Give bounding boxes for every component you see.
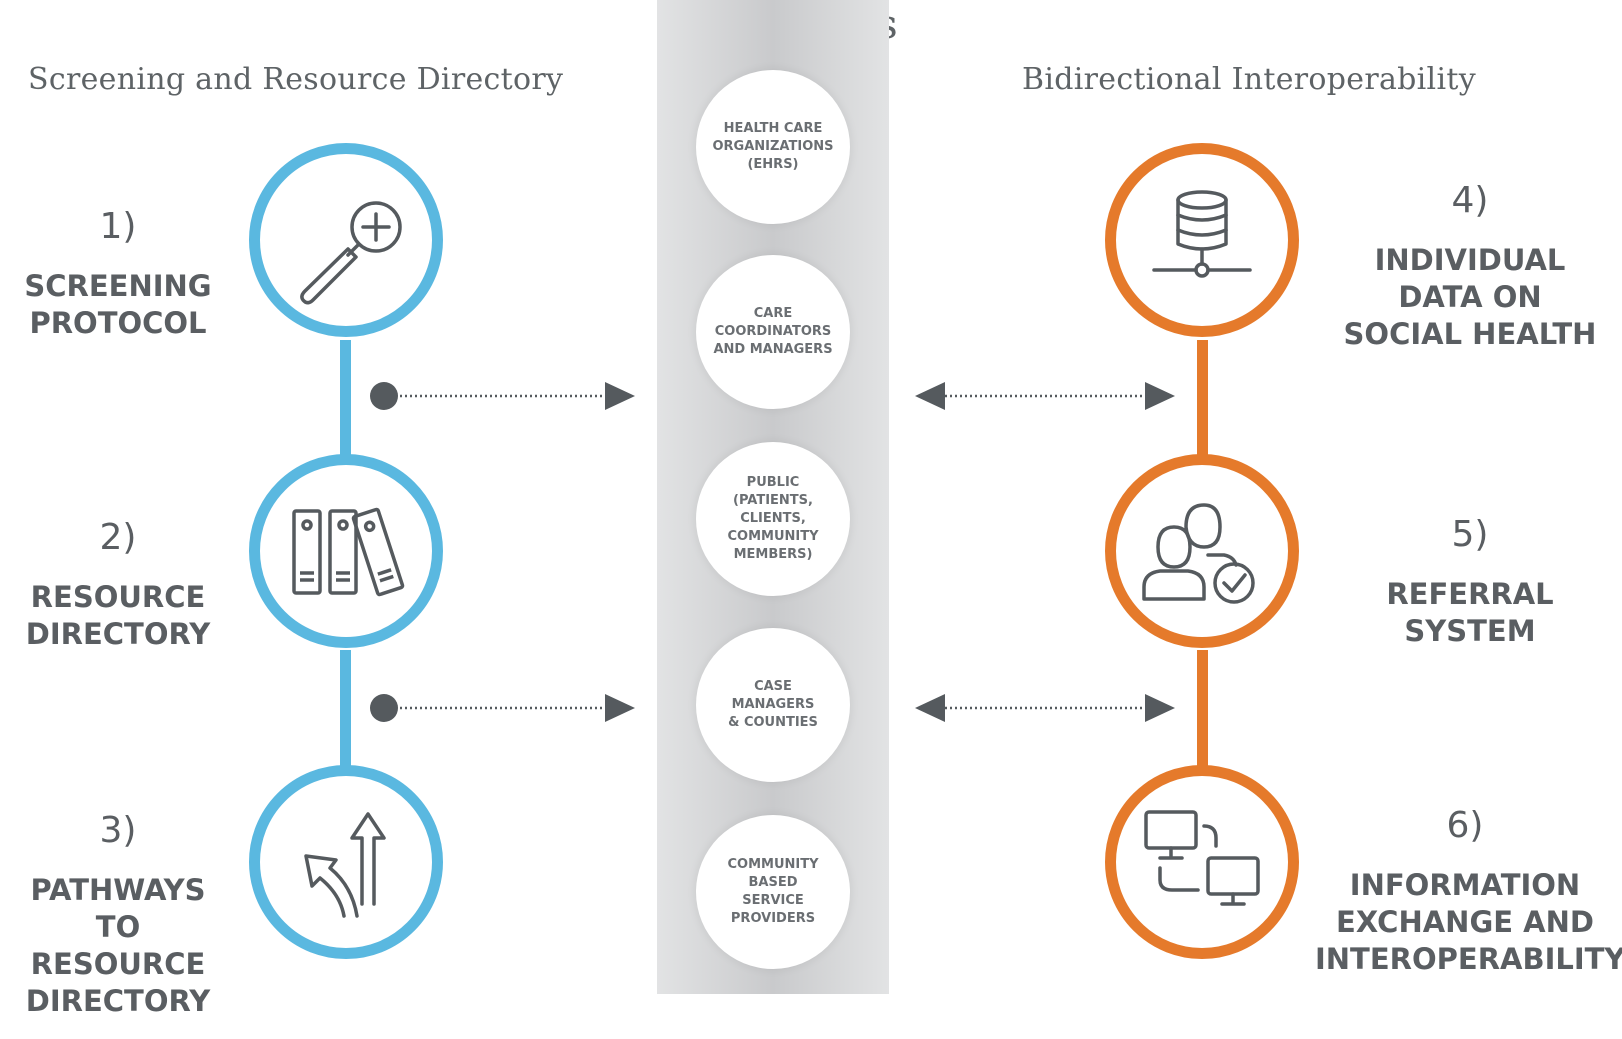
computers-exchange-icon	[1144, 810, 1260, 906]
step-2-text: RESOURCE DIRECTORY	[25, 580, 211, 651]
arrowhead-right	[1145, 694, 1175, 722]
step-6-text: INFORMATION EXCHANGE AND INTEROPERABILIT…	[1315, 868, 1622, 976]
step-1-text: SCREENING PROTOCOL	[24, 269, 212, 340]
step-1-label: 1) SCREENING PROTOCOL	[18, 186, 218, 361]
step-2-label: 2) RESOURCE DIRECTORY	[18, 497, 218, 672]
arrowhead-left	[915, 694, 945, 722]
binders-icon	[292, 507, 405, 597]
database-icon	[1152, 190, 1252, 278]
partner-label: PUBLIC (PATIENTS, CLIENTS, COMMUNITY MEM…	[727, 475, 819, 562]
arrowhead-right	[605, 382, 635, 410]
step-5-circle	[1105, 454, 1299, 648]
left-connector-1-2	[340, 340, 351, 460]
partner-label: CARE COORDINATORS AND MANAGERS	[713, 306, 833, 357]
step-6-label: 6) INFORMATION EXCHANGE AND INTEROPERABI…	[1315, 785, 1622, 997]
partner-case-managers: CASE MANAGERS & COUNTIES	[696, 628, 850, 782]
right-connector-4-5	[1197, 340, 1208, 460]
step-3-number: 3)	[99, 810, 137, 851]
step-6-circle	[1105, 765, 1299, 959]
step-1-number: 1)	[99, 206, 137, 247]
partner-community-providers: COMMUNITY BASED SERVICE PROVIDERS	[696, 815, 850, 969]
right-arrow-upper	[915, 382, 1175, 410]
right-section-heading: Bidirectional Interoperability	[1022, 62, 1476, 97]
step-1-circle	[249, 143, 443, 337]
arrow-origin-dot	[370, 694, 398, 722]
partner-public: PUBLIC (PATIENTS, CLIENTS, COMMUNITY MEM…	[696, 442, 850, 596]
split-arrows-icon	[304, 812, 386, 918]
arrowhead-right	[605, 694, 635, 722]
partner-care-coordinators: CARE COORDINATORS AND MANAGERS	[696, 255, 850, 409]
step-5-text: REFERRAL SYSTEM	[1386, 577, 1554, 648]
partner-label: COMMUNITY BASED SERVICE PROVIDERS	[727, 857, 819, 926]
left-connector-2-3	[340, 650, 351, 770]
arrowhead-right	[1145, 382, 1175, 410]
step-2-circle	[249, 454, 443, 648]
left-arrow-upper	[370, 382, 635, 410]
partner-label: HEALTH CARE ORGANIZATIONS (EHRs)	[712, 121, 834, 172]
step-4-circle	[1105, 143, 1299, 337]
partner-label: CASE MANAGERS & COUNTIES	[728, 679, 818, 730]
step-4-label: 4) INDIVIDUAL DATA ON SOCIAL HEALTH	[1325, 160, 1615, 372]
arrowhead-left	[915, 382, 945, 410]
left-section-heading: Screening and Resource Directory	[28, 62, 564, 97]
step-6-number: 6)	[1446, 805, 1484, 846]
arrow-origin-dot	[370, 382, 398, 410]
partner-health-care-organizations: HEALTH CARE ORGANIZATIONS (EHRs)	[696, 70, 850, 224]
step-3-circle	[249, 765, 443, 959]
right-arrow-lower	[915, 694, 1175, 722]
step-5-number: 5)	[1451, 514, 1489, 555]
left-arrow-lower	[370, 694, 635, 722]
step-5-label: 5) REFERRAL SYSTEM	[1325, 494, 1615, 669]
step-4-text: INDIVIDUAL DATA ON SOCIAL HEALTH	[1343, 243, 1597, 351]
magnifier-plus-icon	[300, 201, 402, 305]
step-4-number: 4)	[1451, 180, 1489, 221]
right-connector-5-6	[1197, 650, 1208, 770]
users-check-icon	[1142, 503, 1255, 604]
connector-arrows	[370, 382, 1175, 722]
step-2-number: 2)	[99, 517, 137, 558]
